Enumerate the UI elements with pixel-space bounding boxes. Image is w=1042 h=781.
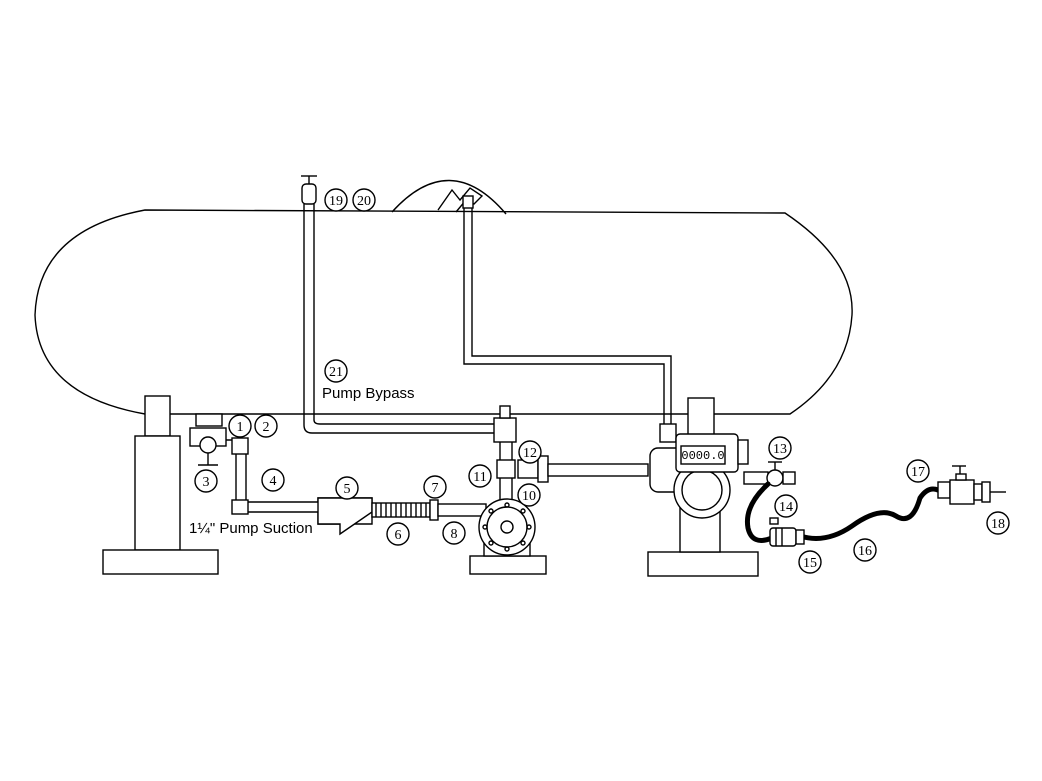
callout-number-11: 11 [473,470,486,485]
dome-valve [437,187,484,213]
callout-number-3: 3 [203,475,210,490]
callout-number-13: 13 [773,442,787,457]
callout-circle-10 [517,483,541,507]
tank-dome [391,179,507,215]
tank-outlet-valve [189,413,227,466]
callout-circle-19 [324,188,348,212]
bypass-valve [493,405,517,443]
left-support-pier [102,395,219,575]
delivery-hose [744,481,941,543]
storage-tank [34,209,853,415]
callout-number-17: 17 [911,465,925,480]
callout-circle-5 [335,476,359,500]
callout-number-1: 1 [237,420,244,435]
pump-bypass-label: Pump Bypass [322,385,415,402]
pump [469,498,547,575]
callout-number-7: 7 [432,481,439,496]
hose-end-valve-17 [937,465,983,505]
suction-elbow-lower [231,499,249,515]
meter-reading: 0000.0 [681,449,724,463]
top-valve-19-20 [301,175,317,205]
callout-circle-8 [442,521,466,545]
callout-number-14: 14 [779,500,793,515]
fill-connector-18 [981,481,1006,503]
flex-connector [371,502,431,518]
callout-circle-1 [228,414,252,438]
callout-circle-17 [906,459,930,483]
union-7 [429,499,439,521]
callout-circle-14 [774,494,798,518]
outlet-valve-13 [766,461,796,487]
callout-number-4: 4 [270,474,277,489]
callout-circle-21 [324,359,348,383]
callout-number-20: 20 [357,194,371,209]
callout-number-19: 19 [329,194,343,209]
callout-number-18: 18 [991,517,1005,532]
callout-number-12: 12 [523,446,537,461]
callout-circle-2 [254,414,278,438]
callout-number-16: 16 [858,544,872,559]
callout-number-21: 21 [329,365,343,380]
meter-display [680,445,726,465]
callout-circle-16 [853,538,877,562]
callout-number-2: 2 [263,420,270,435]
tee-10 [496,459,516,479]
pipe-to-pump [437,503,487,517]
callout-number-15: 15 [803,556,817,571]
pump-suction-label: 1¼" Pump Suction [189,520,313,537]
breakaway-coupling-15 [769,517,805,547]
callout-number-8: 8 [451,527,458,542]
callout-circle-11 [468,464,492,488]
callout-circle-18 [986,511,1010,535]
callout-number-6: 6 [395,528,402,543]
meter-outlet-pipe [743,471,769,485]
callout-circle-3 [194,469,218,493]
callout-circle-4 [261,468,285,492]
suction-elbow [231,437,249,455]
callout-number-5: 5 [344,482,351,497]
callout-circle-6 [386,522,410,546]
callout-circle-13 [768,436,792,460]
callout-circle-20 [352,188,376,212]
callout-circle-7 [423,475,447,499]
callout-number-10: 10 [522,489,536,504]
strainer [317,497,373,536]
callout-circle-15 [798,550,822,574]
meter-assembly [647,397,759,577]
discharge-pipe [547,463,649,477]
callout-circle-12 [518,440,542,464]
vapor-return-line [463,208,672,428]
bypass-return-pipe [303,204,500,434]
